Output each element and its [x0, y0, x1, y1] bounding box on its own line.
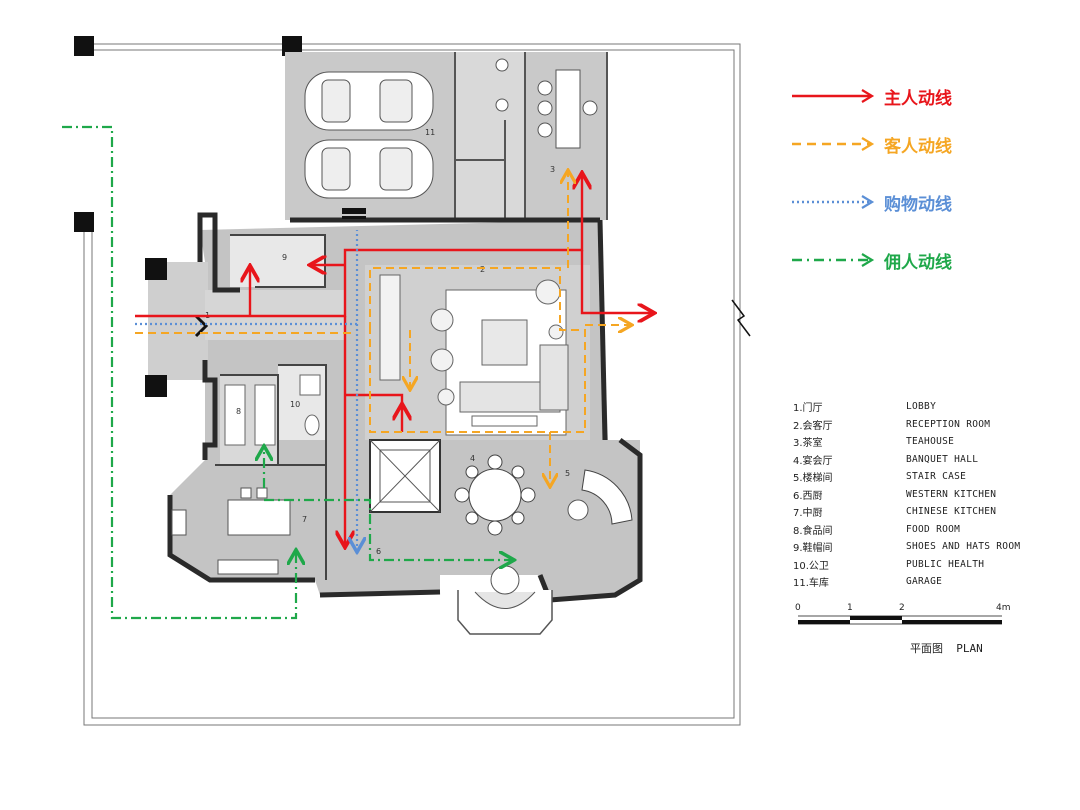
garage-walls [454, 52, 608, 220]
break-line [731, 299, 751, 337]
interior-walls [215, 234, 327, 580]
legend-label: 佣人动线 [884, 252, 952, 273]
garage-door-marker [342, 208, 366, 214]
servant-route [62, 125, 512, 620]
room-number-5: 5 [565, 469, 570, 478]
scale-tick-label: 4m [996, 603, 1011, 613]
floor-plan: 1 2 3 4 5 6 7 8 9 10 11 [62, 36, 751, 726]
spiral-stair [581, 469, 633, 525]
dotted-arrow-icon [792, 195, 875, 209]
scale-tick-label: 2 [899, 603, 905, 613]
host-route [135, 175, 652, 545]
side-cabinet [379, 274, 401, 381]
room-number-2: 2 [480, 265, 485, 274]
scale-tick-label: 1 [847, 603, 853, 613]
solid-arrow-icon [792, 89, 875, 103]
legend-label: 客人动线 [884, 136, 952, 157]
scale-tick-label: 0 [795, 603, 801, 613]
site-boundary [83, 43, 741, 726]
porch [148, 262, 208, 380]
corner-pillar [74, 212, 94, 232]
room-number-10: 10 [290, 400, 300, 409]
coffee-table [481, 319, 528, 366]
car-icon [304, 71, 434, 131]
scale-bar [798, 615, 1002, 625]
legend-label: 主人动线 [884, 88, 952, 109]
dashdot-arrow-icon [792, 253, 875, 267]
corner-pillar [282, 36, 302, 56]
sofa [539, 344, 569, 411]
porch-pillar [145, 258, 167, 280]
legend-item-servant-route: 佣人动线 [790, 248, 952, 273]
corner-pillar [74, 36, 94, 56]
car-icon [304, 139, 434, 199]
armchair-icon [430, 279, 564, 406]
service-floor [455, 52, 525, 220]
room-number-8: 8 [236, 407, 241, 416]
room-number-3: 3 [550, 165, 555, 174]
shoes-room-floor [230, 235, 325, 287]
room-number-11: 11 [425, 128, 435, 137]
kitchen-island [227, 499, 291, 536]
legend-item-host-route: 主人动线 [790, 84, 952, 109]
guest-route [135, 172, 630, 485]
porch-pillar [145, 375, 167, 397]
tv-cabinet [471, 415, 538, 427]
chair-icon [495, 58, 598, 138]
shopping-route [135, 230, 357, 550]
tea-table [555, 69, 581, 149]
walls [167, 212, 643, 603]
legend-item-shopping-route: 购物动线 [790, 190, 952, 215]
room-number-9: 9 [282, 253, 287, 262]
dashed-arrow-icon [792, 137, 875, 151]
plan-caption: 平面图 PLAN [910, 642, 983, 655]
entrance-door-marker [194, 314, 209, 338]
dining-table-icon [454, 454, 536, 536]
legend-item-guest-route: 客人动线 [790, 132, 952, 157]
room-number-4: 4 [470, 454, 475, 463]
room-number-6: 6 [376, 547, 381, 556]
legend-label: 购物动线 [884, 194, 952, 215]
room-number-7: 7 [302, 515, 307, 524]
bay-window [457, 590, 553, 635]
